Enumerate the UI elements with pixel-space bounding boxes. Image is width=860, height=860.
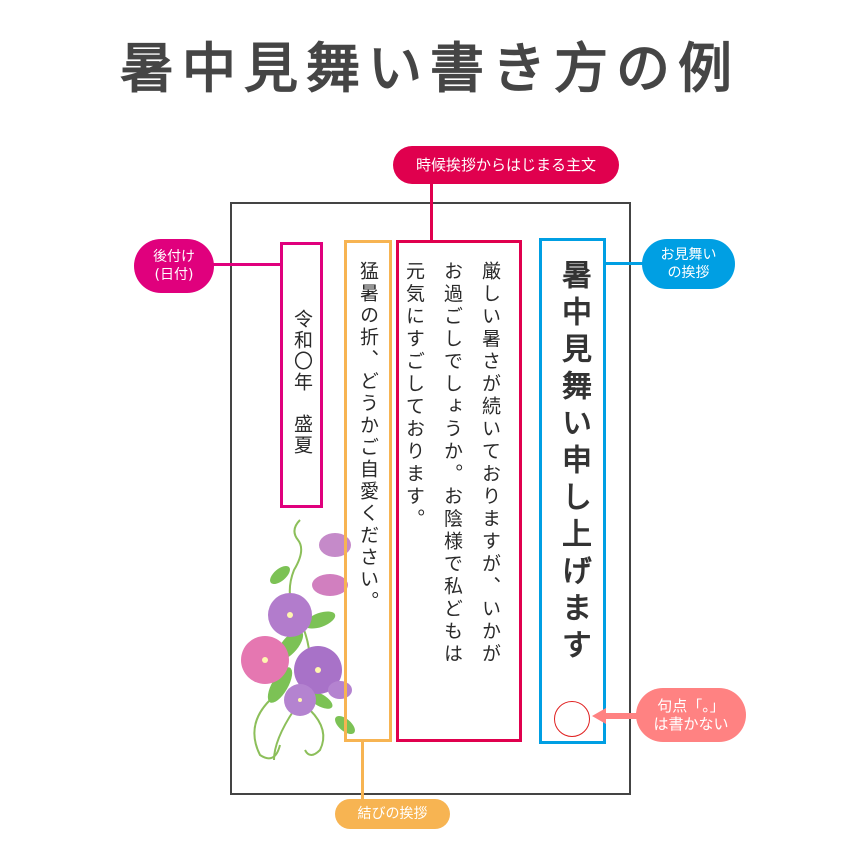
date-box: 令和〇年 盛夏 <box>280 242 323 508</box>
greeting-label: お見舞い の挨拶 <box>642 239 735 289</box>
greeting-connector <box>604 262 646 265</box>
page-title: 暑中見舞い書き方の例 <box>120 36 740 100</box>
closing-label: 結びの挨拶 <box>335 799 450 829</box>
closing-box: 猛暑の折、どうかご自愛ください。 <box>344 240 392 742</box>
body-line-1: 厳しい暑さが続いておりますが、いかが <box>479 261 501 666</box>
closing-text: 猛暑の折、どうかご自愛ください。 <box>357 261 379 613</box>
period-note-label: 句点「。」 は書かない <box>636 688 746 742</box>
omitted-period-circle-icon <box>554 701 590 737</box>
body-line-2: お過ごしでしょうか。お陰様で私どもは <box>441 261 463 666</box>
greeting-label-line1: お見舞い <box>660 247 717 263</box>
closing-label-text: 結びの挨拶 <box>357 806 428 822</box>
period-note-line2: は書かない <box>653 715 729 733</box>
date-label-line1: 後付け <box>153 249 195 265</box>
main-body-label-text: 時候挨拶からはじまる主文 <box>415 156 596 174</box>
morning-glory-illustration <box>241 519 355 761</box>
closing-connector <box>361 741 364 803</box>
greeting-box: 暑中見舞い申し上げます <box>539 238 606 744</box>
period-note-line1: 句点「。」 <box>657 697 725 715</box>
greeting-label-line2: の挨拶 <box>667 265 710 281</box>
date-text: 令和〇年 盛夏 <box>291 309 313 456</box>
main-body-label: 時候挨拶からはじまる主文 <box>393 146 619 184</box>
main-body-text: 厳しい暑さが続いておりますが、いかが お過ごしでしょうか。お陰様で私どもは 元気… <box>395 261 509 731</box>
body-line-3: 元気にすごしております。 <box>403 261 425 531</box>
arrow-left-icon <box>592 708 642 724</box>
main-body-connector <box>430 182 433 242</box>
date-label-line2: (日付) <box>154 267 194 283</box>
greeting-text: 暑中見舞い申し上げます <box>556 259 591 666</box>
date-label: 後付け (日付) <box>134 239 214 293</box>
main-body-box: 厳しい暑さが続いておりますが、いかが お過ごしでしょうか。お陰様で私どもは 元気… <box>396 240 522 742</box>
date-connector <box>210 263 282 266</box>
